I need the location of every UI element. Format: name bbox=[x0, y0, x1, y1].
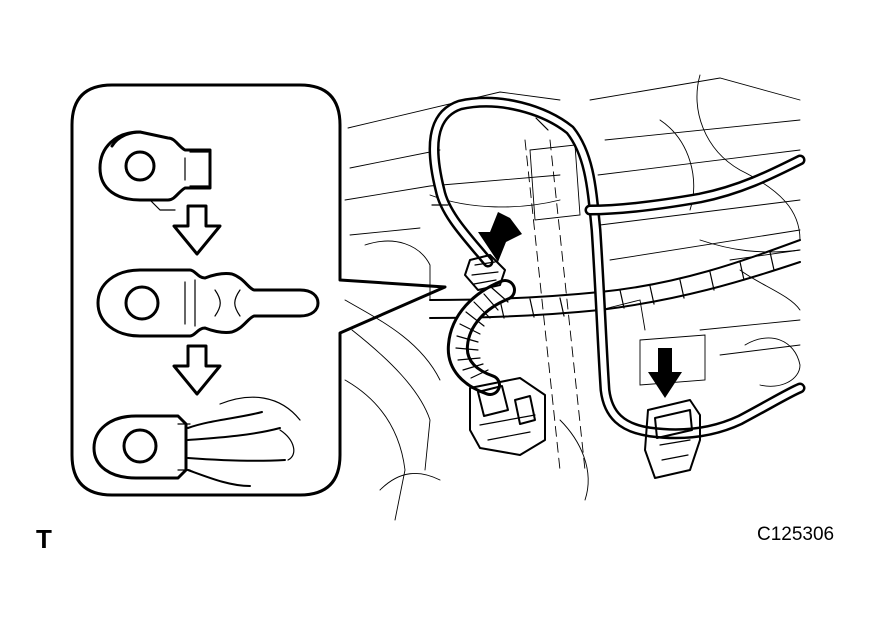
clamp-icon bbox=[96, 268, 320, 338]
clamp-icon bbox=[98, 130, 212, 211]
wire-bracket bbox=[644, 399, 701, 479]
down-arrow-icon bbox=[172, 344, 222, 396]
figure-code: C125306 bbox=[757, 524, 835, 545]
corner-letter: T bbox=[36, 524, 52, 554]
clamp-icon bbox=[92, 396, 301, 487]
corrugated-tube bbox=[446, 279, 516, 396]
engine-background bbox=[344, 74, 801, 521]
wire-clamp bbox=[464, 254, 506, 291]
detail-inset bbox=[70, 83, 447, 497]
down-arrow-icon bbox=[172, 204, 222, 256]
down-arrow-icon bbox=[478, 212, 522, 262]
sensor-connector bbox=[469, 377, 546, 456]
down-arrow-icon bbox=[648, 348, 682, 398]
sensor-wire bbox=[428, 96, 806, 440]
